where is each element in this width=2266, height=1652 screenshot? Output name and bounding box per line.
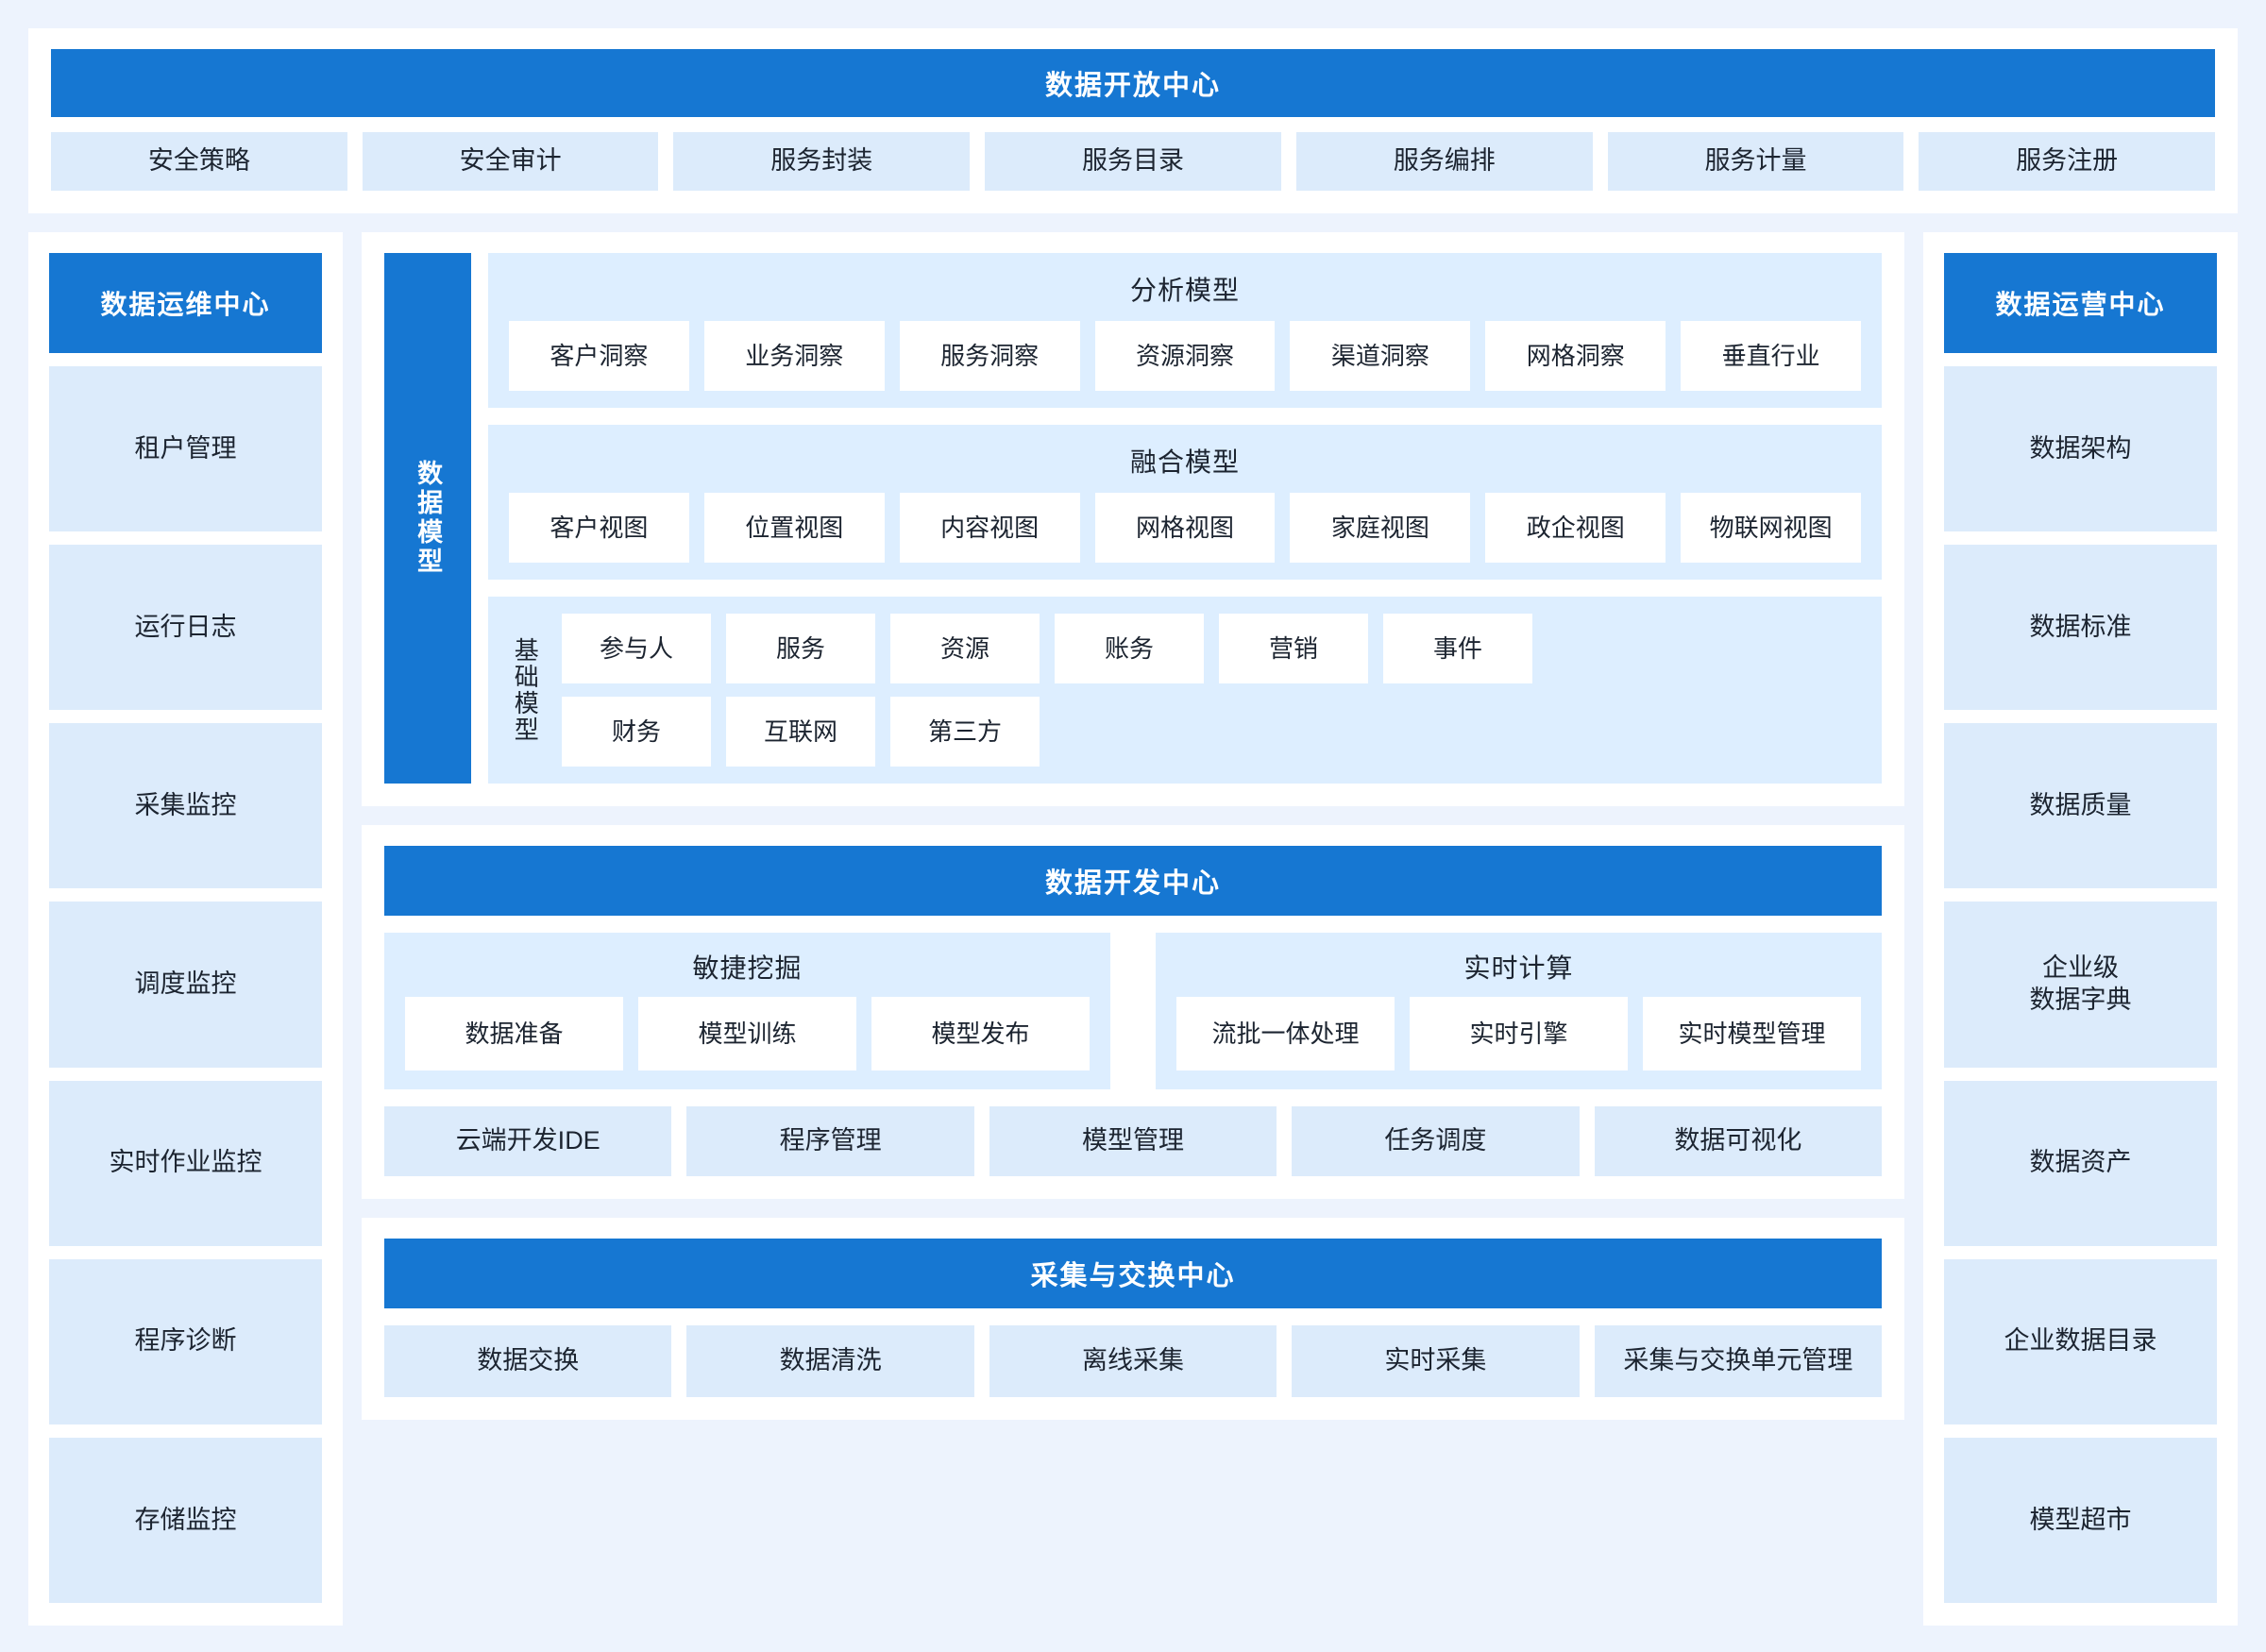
analysis-model-item[interactable]: 资源洞察 (1094, 321, 1276, 391)
exchange-center-item[interactable]: 采集与交换单元管理 (1594, 1325, 1883, 1397)
agile-mining-item[interactable]: 数据准备 (405, 997, 623, 1070)
exchange-center-item[interactable]: 离线采集 (989, 1325, 1277, 1397)
base-model-item[interactable]: 服务 (726, 614, 875, 683)
base-model-item[interactable]: 财务 (562, 697, 711, 767)
open-center-item[interactable]: 服务计量 (1607, 132, 1904, 191)
operation-center-item[interactable]: 企业数据目录 (1944, 1258, 2217, 1424)
realtime-compute-item[interactable]: 实时模型管理 (1643, 997, 1861, 1070)
base-model-row: 财务 互联网 第三方 (562, 697, 1861, 767)
dev-center-subgroups: 敏捷挖掘 数据准备 模型训练 模型发布 实时计算 流批一体处理 实时引擎 实时模… (384, 933, 1882, 1089)
dev-center-bottom-item[interactable]: 程序管理 (686, 1106, 974, 1176)
analysis-model-item[interactable]: 网格洞察 (1485, 321, 1666, 391)
agile-mining-title: 敏捷挖掘 (692, 953, 803, 983)
realtime-compute-item[interactable]: 实时引擎 (1410, 997, 1628, 1070)
agile-mining-item[interactable]: 模型训练 (638, 997, 856, 1070)
dev-center-bottom-item[interactable]: 数据可视化 (1594, 1106, 1883, 1176)
analysis-model-group: 分析模型 客户洞察 业务洞察 服务洞察 资源洞察 渠道洞察 网格洞察 垂直行业 (488, 253, 1882, 408)
analysis-model-item[interactable]: 业务洞察 (703, 321, 885, 391)
exchange-center-item[interactable]: 数据交换 (384, 1325, 672, 1397)
dev-center-bottom-item[interactable]: 云端开发IDE (384, 1106, 672, 1176)
base-model-item[interactable]: 参与人 (562, 614, 711, 683)
ops-center-item[interactable]: 程序诊断 (49, 1258, 322, 1424)
fusion-model-item[interactable]: 家庭视图 (1290, 493, 1471, 563)
exchange-center-title: 采集与交换中心 (384, 1239, 1882, 1308)
open-center-item[interactable]: 服务封装 (673, 132, 971, 191)
ops-center-panel: 数据运维中心 租户管理 运行日志 采集监控 调度监控 实时作业监控 程序诊断 存… (28, 232, 343, 1626)
open-center-title: 数据开放中心 (51, 49, 2215, 117)
operation-center-panel: 数据运营中心 数据架构 数据标准 数据质量 企业级数据字典 数据资产 企业数据目… (1923, 232, 2238, 1626)
open-center-items: 安全策略 安全审计 服务封装 服务目录 服务编排 服务计量 服务注册 (51, 132, 2216, 191)
data-model-vertical-text: 数据模型 (414, 460, 443, 577)
operation-center-item[interactable]: 模型超市 (1944, 1437, 2217, 1603)
analysis-model-items: 客户洞察 业务洞察 服务洞察 资源洞察 渠道洞察 网格洞察 垂直行业 (509, 321, 1862, 391)
realtime-compute-title: 实时计算 (1463, 953, 1574, 983)
base-model-item[interactable]: 资源 (890, 614, 1040, 683)
agile-mining-group: 敏捷挖掘 数据准备 模型训练 模型发布 (384, 933, 1110, 1089)
open-center-item[interactable]: 服务目录 (985, 132, 1281, 191)
fusion-model-item[interactable]: 网格视图 (1094, 493, 1276, 563)
open-center-item[interactable]: 安全策略 (51, 132, 347, 191)
realtime-compute-item[interactable]: 流批一体处理 (1176, 997, 1395, 1070)
base-model-label: 基础模型 (511, 637, 540, 743)
dev-center-panel: 数据开发中心 敏捷挖掘 数据准备 模型训练 模型发布 实时计算 流批一体处 (362, 825, 1904, 1199)
agile-mining-item[interactable]: 模型发布 (871, 997, 1090, 1070)
base-model-group: 基础模型 参与人 服务 资源 账务 营销 事件 财务 (488, 597, 1882, 784)
ops-center-items: 租户管理 运行日志 采集监控 调度监控 实时作业监控 程序诊断 存储监控 (49, 366, 322, 1603)
base-model-item[interactable]: 第三方 (890, 697, 1040, 767)
operation-center-item[interactable]: 数据架构 (1944, 366, 2217, 532)
ops-center-item[interactable]: 存储监控 (49, 1437, 322, 1603)
ops-center-item[interactable]: 调度监控 (49, 902, 322, 1068)
base-model-item[interactable]: 事件 (1383, 614, 1532, 683)
operation-center-item[interactable]: 数据资产 (1944, 1080, 2217, 1246)
dev-center-title: 数据开发中心 (384, 846, 1882, 916)
dev-center-bottom-items: 云端开发IDE 程序管理 模型管理 任务调度 数据可视化 (384, 1106, 1883, 1176)
fusion-model-item[interactable]: 政企视图 (1485, 493, 1666, 563)
fusion-model-item[interactable]: 位置视图 (703, 493, 885, 563)
operation-center-item[interactable]: 数据质量 (1944, 723, 2217, 889)
data-model-panel: 数据模型 分析模型 客户洞察 业务洞察 服务洞察 资源洞察 渠道洞察 网格洞察 (362, 232, 1904, 806)
operation-center-items: 数据架构 数据标准 数据质量 企业级数据字典 数据资产 企业数据目录 模型超市 (1944, 366, 2217, 1603)
data-model-groups: 分析模型 客户洞察 业务洞察 服务洞察 资源洞察 渠道洞察 网格洞察 垂直行业 (488, 253, 1882, 784)
ops-center-item[interactable]: 采集监控 (49, 723, 322, 889)
base-model-items: 参与人 服务 资源 账务 营销 事件 财务 互联网 第三方 (562, 614, 1861, 767)
data-model-vertical-label: 数据模型 (384, 253, 471, 784)
base-model-item[interactable]: 互联网 (726, 697, 875, 767)
exchange-center-item[interactable]: 数据清洗 (686, 1325, 974, 1397)
ops-center-item[interactable]: 租户管理 (49, 366, 322, 532)
base-model-row: 参与人 服务 资源 账务 营销 事件 (562, 614, 1861, 683)
dev-center-bottom-item[interactable]: 模型管理 (989, 1106, 1277, 1176)
exchange-center-item[interactable]: 实时采集 (1292, 1325, 1580, 1397)
base-model-item[interactable]: 营销 (1219, 614, 1368, 683)
fusion-model-item[interactable]: 客户视图 (509, 493, 689, 563)
ops-center-item[interactable]: 运行日志 (49, 545, 322, 711)
exchange-center-panel: 采集与交换中心 数据交换 数据清洗 离线采集 实时采集 采集与交换单元管理 (362, 1218, 1904, 1420)
operation-center-item[interactable]: 数据标准 (1944, 545, 2217, 711)
analysis-model-title: 分析模型 (1129, 276, 1240, 305)
operation-center-title: 数据运营中心 (1944, 253, 2217, 353)
ops-center-item[interactable]: 实时作业监控 (49, 1080, 322, 1246)
open-center-item[interactable]: 安全审计 (362, 132, 659, 191)
fusion-model-item[interactable]: 物联网视图 (1681, 493, 1862, 563)
dev-center-bottom-item[interactable]: 任务调度 (1292, 1106, 1580, 1176)
fusion-model-items: 客户视图 位置视图 内容视图 网格视图 家庭视图 政企视图 物联网视图 (509, 493, 1862, 563)
main-body: 数据运维中心 租户管理 运行日志 采集监控 调度监控 实时作业监控 程序诊断 存… (28, 232, 2238, 1626)
analysis-model-item[interactable]: 客户洞察 (509, 321, 689, 391)
open-center-panel: 数据开放中心 安全策略 安全审计 服务封装 服务目录 服务编排 服务计量 服务注… (28, 28, 2238, 213)
fusion-model-group: 融合模型 客户视图 位置视图 内容视图 网格视图 家庭视图 政企视图 物联网视图 (488, 425, 1882, 580)
open-center-item[interactable]: 服务注册 (1919, 132, 2216, 191)
open-center-item[interactable]: 服务编排 (1295, 132, 1593, 191)
base-model-item[interactable]: 账务 (1055, 614, 1204, 683)
analysis-model-item[interactable]: 服务洞察 (899, 321, 1080, 391)
analysis-model-item[interactable]: 垂直行业 (1681, 321, 1862, 391)
exchange-center-items: 数据交换 数据清洗 离线采集 实时采集 采集与交换单元管理 (384, 1325, 1883, 1397)
fusion-model-title: 融合模型 (1129, 447, 1240, 477)
ops-center-title: 数据运维中心 (49, 253, 322, 353)
realtime-compute-group: 实时计算 流批一体处理 实时引擎 实时模型管理 (1156, 933, 1882, 1089)
fusion-model-item[interactable]: 内容视图 (899, 493, 1080, 563)
center-column: 数据模型 分析模型 客户洞察 业务洞察 服务洞察 资源洞察 渠道洞察 网格洞察 (362, 232, 1904, 1626)
analysis-model-item[interactable]: 渠道洞察 (1290, 321, 1471, 391)
agile-mining-items: 数据准备 模型训练 模型发布 (405, 997, 1090, 1070)
operation-center-item[interactable]: 企业级数据字典 (1944, 902, 2217, 1068)
realtime-compute-items: 流批一体处理 实时引擎 实时模型管理 (1176, 997, 1861, 1070)
